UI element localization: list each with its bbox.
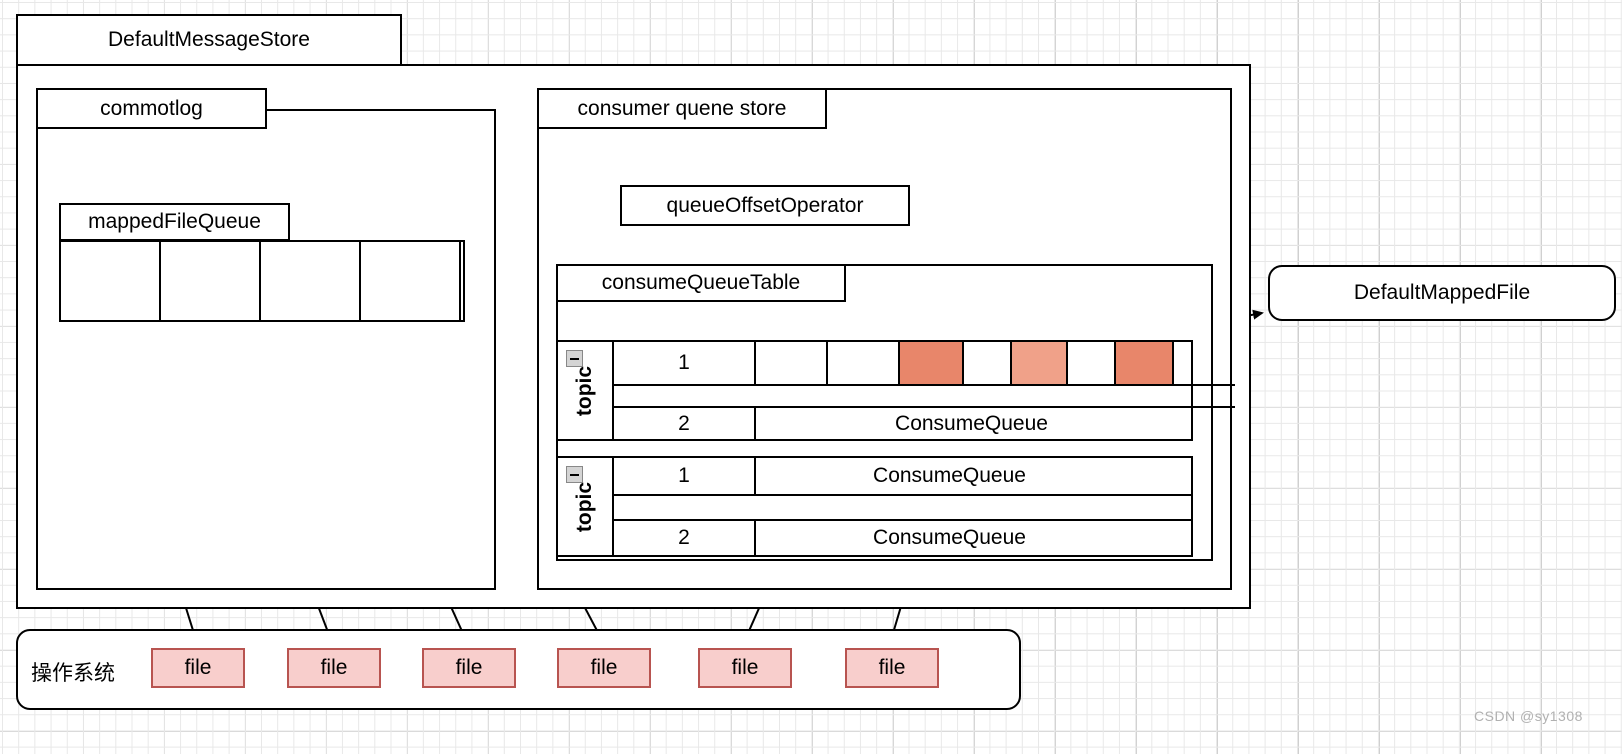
queue-row-index: 1 (614, 458, 756, 494)
watermark: CSDN @sy1308 (1474, 708, 1583, 724)
queue-row: 1 ConsumeQueue (614, 458, 1191, 496)
mapped-file-queue-cells (59, 240, 461, 322)
mapped-file-queue-title: mappedFileQueue (59, 203, 290, 241)
file-box-label: file (878, 656, 906, 679)
consume-queue-table-title-overlay: consumeQueueTable (556, 264, 846, 302)
topic-2-rows: 1 ConsumeQueue 2 ConsumeQueue (614, 458, 1191, 555)
mapped-file-cell[interactable] (259, 240, 361, 322)
queue-row-spacer (614, 386, 1235, 408)
queue-slot-filled-dark[interactable] (1116, 342, 1174, 384)
consume-queue-label: ConsumeQueue (895, 411, 1048, 435)
consume-queue-label: ConsumeQueue (873, 526, 1026, 549)
minus-box-icon[interactable] (566, 350, 583, 367)
topic-group-2: topic 1 ConsumeQueue 2 ConsumeQueue (556, 456, 1193, 557)
queue-row-index: 2 (614, 408, 756, 439)
queue-row-index: 1 (614, 342, 756, 384)
queue-slot-empty[interactable] (756, 342, 828, 384)
default-message-store-title: DefaultMessageStore (16, 14, 402, 66)
queue-slot-empty[interactable] (964, 342, 1012, 384)
queue-slot-filled-light[interactable] (1012, 342, 1068, 384)
default-mapped-file-box[interactable]: DefaultMappedFile (1268, 265, 1616, 321)
queue-slot-empty[interactable] (1174, 342, 1235, 384)
queue-row: 2 ConsumeQueue (614, 408, 1235, 439)
file-box-label: file (184, 656, 212, 679)
consume-queue-label: ConsumeQueue (873, 464, 1026, 487)
mapped-file-cell[interactable] (159, 240, 261, 322)
minus-box-icon[interactable] (566, 466, 583, 483)
file-box-label: file (590, 656, 618, 679)
topic-1-label: topic (572, 365, 596, 416)
mapped-file-cell[interactable] (359, 240, 461, 322)
file-box[interactable]: file (698, 648, 792, 688)
topic-1-rows: 1 2 ConsumeQueue (614, 342, 1235, 439)
topic-2-label: topic (572, 481, 596, 532)
queue-row: 2 ConsumeQueue (614, 521, 1191, 555)
consume-queue-slots (756, 342, 1235, 384)
mapped-file-cell[interactable] (59, 240, 161, 322)
file-box-label: file (320, 656, 348, 679)
file-box[interactable]: file (287, 648, 381, 688)
queue-slot-filled-dark[interactable] (900, 342, 964, 384)
file-box[interactable]: file (422, 648, 516, 688)
consumer-queue-store-title: consumer quene store (537, 88, 827, 129)
operating-system-label: 操作系统 (31, 662, 115, 685)
file-box-label: file (731, 656, 759, 679)
topic-group-1: topic 1 2 ConsumeQueue (556, 340, 1235, 441)
topic-2-collapse-column[interactable]: topic (558, 458, 614, 555)
file-box[interactable]: file (845, 648, 939, 688)
commitlog-container (36, 109, 496, 590)
queue-row-index: 2 (614, 521, 756, 555)
file-box[interactable]: file (151, 648, 245, 688)
default-mapped-file-label: DefaultMappedFile (1353, 281, 1531, 304)
queue-row-spacer (614, 496, 1191, 521)
default-message-store-title-text: DefaultMessageStore (108, 28, 310, 51)
file-box[interactable]: file (557, 648, 651, 688)
file-box-label: file (455, 656, 483, 679)
commitlog-title-text: commotlog (100, 96, 203, 120)
mapped-file-queue-title-text: mappedFileQueue (88, 210, 261, 233)
queue-slot-empty[interactable] (828, 342, 900, 384)
queue-row: 1 (614, 342, 1235, 386)
queue-offset-operator-label: queueOffsetOperator (666, 193, 864, 217)
consume-queue-table-title-label: consumeQueueTable (601, 271, 801, 294)
commitlog-title: commotlog (36, 88, 267, 129)
topic-1-collapse-column[interactable]: topic (558, 342, 614, 439)
queue-slot-empty[interactable] (1068, 342, 1116, 384)
consumer-queue-store-title-text: consumer quene store (577, 96, 787, 120)
queue-offset-operator-box[interactable]: queueOffsetOperator (620, 185, 910, 226)
